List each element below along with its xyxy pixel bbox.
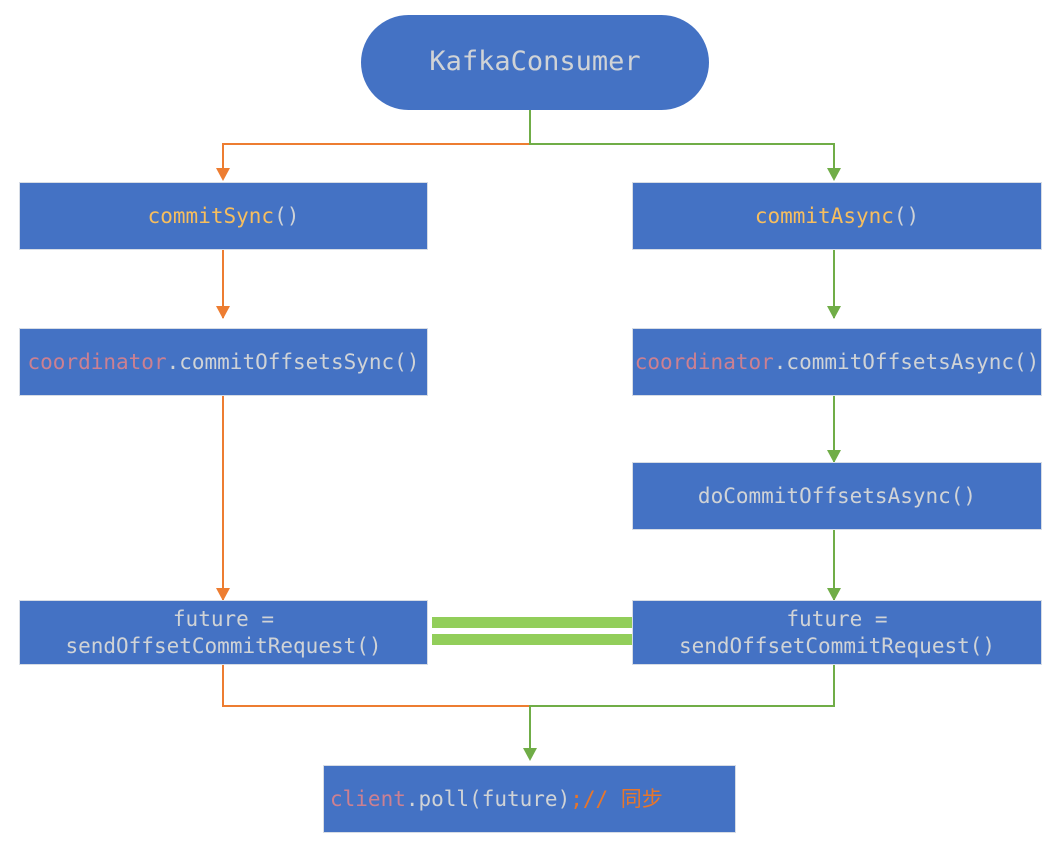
arrowhead-do-commit-async-to-future-async xyxy=(827,588,841,601)
edge-future-async-down xyxy=(833,665,835,707)
edge-root-to-commit-sync-horizontal xyxy=(222,143,531,145)
edge-junction-to-client-poll xyxy=(529,705,531,751)
edge-coordinator-async-to-do-commit-async xyxy=(833,396,835,464)
node-coordinator-commit-offsets-sync[interactable]: coordinator.commitOffsetsSync() xyxy=(19,328,428,396)
token-method: .poll(future) xyxy=(405,786,571,811)
token-object: client xyxy=(330,786,406,811)
node-kafka-consumer[interactable]: KafkaConsumer xyxy=(361,15,709,110)
token-method: .commitOffsetsAsync() xyxy=(773,349,1040,374)
node-commit-async-label: commitAsync() xyxy=(755,203,919,230)
edge-future-sync-to-junction xyxy=(222,705,531,707)
node-client-poll-label: client.poll(future);// 同步 xyxy=(330,786,663,813)
token-function: commitAsync xyxy=(754,203,894,228)
edge-root-stem xyxy=(529,110,531,144)
edge-root-to-commit-async-vertical xyxy=(833,143,835,171)
node-do-commit-offsets-async[interactable]: doCommitOffsetsAsync() xyxy=(632,462,1042,530)
edge-future-sync-down xyxy=(222,665,224,707)
link-bar-upper xyxy=(432,617,632,628)
node-commit-sync[interactable]: commitSync() xyxy=(19,182,428,250)
arrowhead-root-to-commit-async xyxy=(827,168,841,181)
token-parens: () xyxy=(893,203,920,228)
edge-coordinator-sync-to-future-sync xyxy=(222,396,224,602)
arrowhead-commit-sync-to-coordinator-sync xyxy=(216,306,230,319)
node-do-commit-offsets-async-label: doCommitOffsetsAsync() xyxy=(697,483,977,508)
edge-do-commit-async-to-future-async xyxy=(833,530,835,602)
edge-root-to-commit-sync-vertical xyxy=(222,143,224,171)
node-coordinator-commit-offsets-async-label: coordinator.commitOffsetsAsync() xyxy=(635,349,1040,376)
arrowhead-root-to-commit-sync xyxy=(216,168,230,181)
node-kafka-consumer-label: KafkaConsumer xyxy=(429,46,641,78)
edge-commit-async-to-coordinator-async xyxy=(833,250,835,318)
token-parens: () xyxy=(274,203,300,228)
node-client-poll[interactable]: client.poll(future);// 同步 xyxy=(323,765,736,833)
node-future-send-offset-commit-request-async[interactable]: future = sendOffsetCommitRequest() xyxy=(632,600,1042,665)
arrowhead-coordinator-async-to-do-commit-async xyxy=(827,450,841,463)
node-future-send-offset-commit-request-sync-label: future = sendOffsetCommitRequest() xyxy=(65,606,382,658)
node-commit-sync-label: commitSync() xyxy=(148,203,300,230)
node-commit-async[interactable]: commitAsync() xyxy=(632,182,1042,250)
token-method: .commitOffsetsSync() xyxy=(166,349,420,374)
arrowhead-commit-async-to-coordinator-async xyxy=(827,306,841,319)
token-comment: ;// 同步 xyxy=(570,786,663,811)
edge-root-to-commit-async-horizontal xyxy=(529,143,835,145)
arrowhead-coordinator-sync-to-future-sync xyxy=(216,588,230,601)
token-object: coordinator xyxy=(634,349,774,374)
token-object: coordinator xyxy=(27,349,167,374)
token-function: commitSync xyxy=(147,203,275,228)
edge-future-async-to-junction xyxy=(529,705,835,707)
node-coordinator-commit-offsets-sync-label: coordinator.commitOffsetsSync() xyxy=(28,349,420,376)
node-future-send-offset-commit-request-async-label: future = sendOffsetCommitRequest() xyxy=(678,606,996,658)
arrowhead-junction-to-client-poll xyxy=(523,748,537,761)
link-bar-lower xyxy=(432,634,632,645)
node-coordinator-commit-offsets-async[interactable]: coordinator.commitOffsetsAsync() xyxy=(632,328,1042,396)
edge-commit-sync-to-coordinator-sync xyxy=(222,250,224,318)
node-future-send-offset-commit-request-sync[interactable]: future = sendOffsetCommitRequest() xyxy=(19,600,428,665)
